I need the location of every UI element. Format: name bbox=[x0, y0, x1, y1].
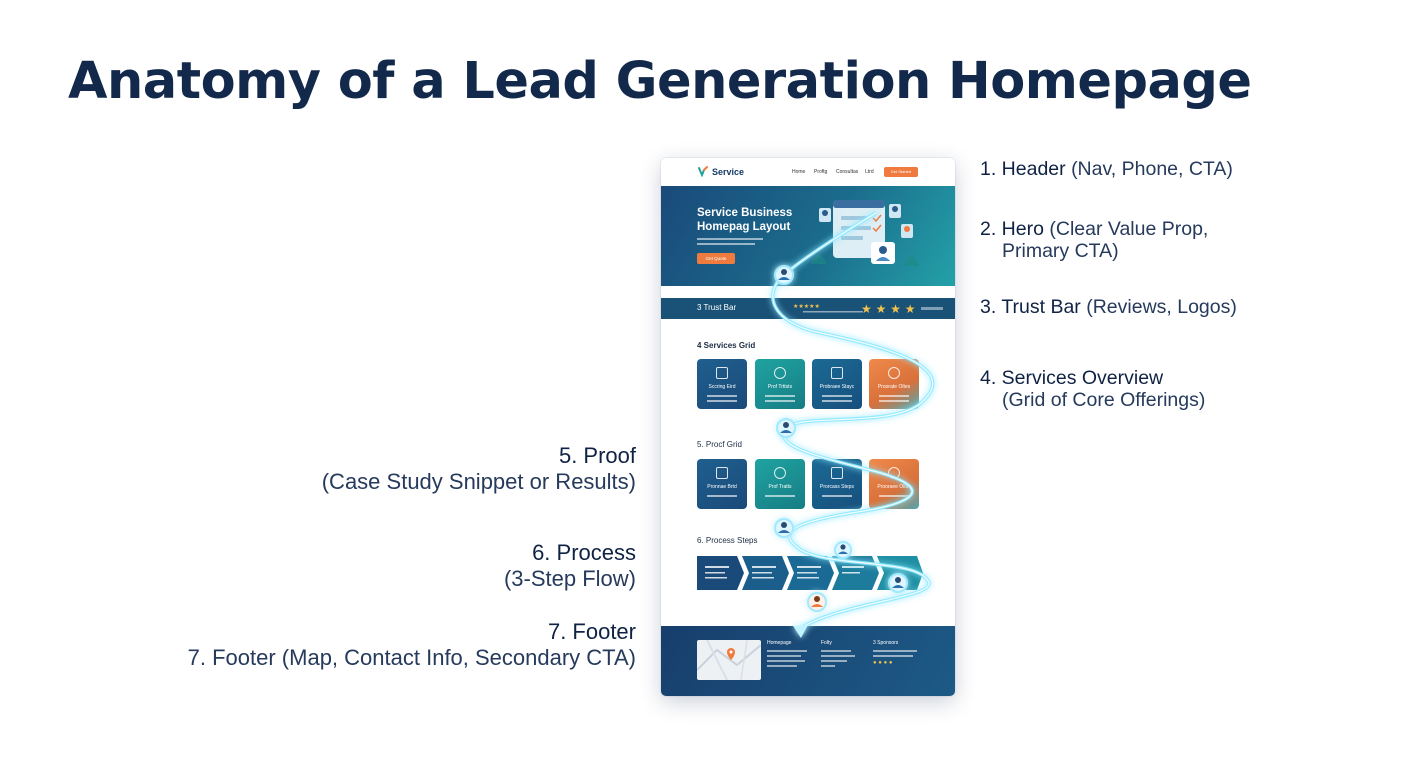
chat-icon bbox=[888, 367, 900, 379]
annotation-trust-desc: (Reviews, Logos) bbox=[1086, 296, 1237, 318]
mock-service-card[interactable]: Proorate Oltes bbox=[869, 359, 919, 409]
mock-proof-card-label: Pronnae Brtd bbox=[707, 484, 737, 490]
mock-header: Service Home Proftg Consultas Ltrd Get S… bbox=[661, 158, 955, 186]
journey-avatar-icon bbox=[776, 418, 796, 438]
hero-illustration bbox=[811, 200, 919, 266]
mock-hero-cta-button[interactable]: Get Quote bbox=[697, 253, 735, 264]
grid-icon bbox=[716, 467, 728, 479]
mock-logo-text: Service bbox=[712, 167, 745, 177]
annotation-footer: 7. Footer 7. Footer (Map, Contact Info, … bbox=[188, 619, 636, 671]
mock-service-card[interactable]: Probraee Stayc bbox=[812, 359, 862, 409]
service-icon bbox=[716, 367, 728, 379]
mock-service-card[interactable]: Sccring Eird bbox=[697, 359, 747, 409]
footer-column: Folty bbox=[821, 640, 855, 670]
annotation-proof: 5. Proof (Case Study Snippet or Results) bbox=[322, 443, 636, 495]
mock-service-card-label: Probraee Stayc bbox=[819, 384, 855, 390]
mock-header-cta-button[interactable]: Get Started bbox=[884, 167, 918, 177]
mock-nav-item[interactable]: Consultas bbox=[836, 169, 859, 175]
annotation-hero: 2. Hero (Clear Value Prop, Primary CTA) bbox=[980, 218, 1208, 262]
footer-column-heading: 3 Sponsors bbox=[873, 640, 899, 646]
edit-icon bbox=[831, 367, 843, 379]
annotation-footer-title: 7. Footer bbox=[547, 619, 636, 644]
mock-hero-text-line bbox=[697, 243, 755, 245]
footer-column-heading: Homepage bbox=[767, 640, 792, 646]
annotation-trust-bar: 3. Trust Bar (Reviews, Logos) bbox=[980, 296, 1237, 318]
card-line bbox=[822, 400, 852, 402]
journey-avatar-icon bbox=[807, 592, 827, 612]
mock-service-card-label: Prof Trttsts bbox=[767, 384, 793, 390]
mock-hero-text-line bbox=[697, 238, 763, 240]
annotation-process-desc: (3-Step Flow) bbox=[503, 566, 636, 591]
mock-hero-title-line-2: Homepag Layout bbox=[697, 221, 791, 233]
mock-proof-card-label: Prof Tratts bbox=[768, 484, 792, 490]
annotation-header-title: 1. Header bbox=[980, 158, 1066, 180]
rating-stars-icon: ● ● ● ● bbox=[873, 660, 893, 666]
check-icon bbox=[774, 367, 786, 379]
footer-column: Homepage bbox=[767, 640, 807, 670]
footer-column: 3 Sponsors ● ● ● ● bbox=[873, 640, 917, 666]
annotation-hero-desc-2: Primary CTA) bbox=[1002, 240, 1119, 262]
mock-hero: Service Business Homepag Layout Get Quot… bbox=[661, 186, 955, 286]
mock-footer: Homepage Folty 3 Sponsors ● ● ● ● bbox=[661, 626, 955, 696]
annotation-header: 1. Header (Nav, Phone, CTA) bbox=[980, 158, 1233, 180]
mock-hero-title: Service Business Homepag Layout bbox=[697, 206, 792, 234]
mock-process-label: 6. Process Steps bbox=[697, 536, 758, 545]
mock-service-card[interactable]: Prof Trttsts bbox=[755, 359, 805, 409]
journey-avatar-icon bbox=[774, 518, 794, 538]
page-title: Anatomy of a Lead Generation Homepage bbox=[68, 52, 1252, 111]
mock-trust-bar: 3 Trust Bar ★★★★★ ★ ★ ★ ★ bbox=[661, 298, 955, 319]
mock-proof-card[interactable]: Pronnae Brtd bbox=[697, 459, 747, 509]
card-line bbox=[707, 495, 737, 497]
mock-proof-card[interactable]: Prooraee Oltss bbox=[869, 459, 919, 509]
edit-icon bbox=[831, 467, 843, 479]
annotation-process: 6. Process (3-Step Flow) bbox=[504, 540, 636, 592]
card-line bbox=[765, 495, 795, 497]
process-step bbox=[877, 556, 923, 590]
card-line bbox=[765, 395, 795, 397]
mock-nav-item[interactable]: Ltrd bbox=[865, 169, 874, 175]
card-line bbox=[765, 400, 795, 402]
mock-proof-label: 5. Procf Grid bbox=[697, 440, 742, 449]
mock-services-label: 4 Services Grid bbox=[697, 341, 756, 350]
annotation-proof-desc: (Case Study Snippet or Results) bbox=[321, 469, 636, 494]
card-line bbox=[879, 495, 909, 497]
mock-nav-item[interactable]: Proftg bbox=[814, 169, 828, 175]
check-icon bbox=[774, 467, 786, 479]
mock-proof-card[interactable]: Prof Tratts bbox=[755, 459, 805, 509]
svg-text:★★★★★: ★★★★★ bbox=[793, 303, 820, 310]
card-line bbox=[707, 400, 737, 402]
card-line bbox=[879, 395, 909, 397]
mock-proof-card-label: Prorcass Steps bbox=[820, 484, 854, 490]
annotation-services-title: 4. Services Overview bbox=[980, 367, 1164, 389]
mock-nav-item[interactable]: Home bbox=[792, 169, 806, 175]
card-line bbox=[822, 495, 852, 497]
map-icon bbox=[697, 640, 761, 680]
annotation-services: 4. Services Overview (Grid of Core Offer… bbox=[980, 367, 1205, 411]
mock-trust-label: 3 Trust Bar bbox=[697, 303, 737, 312]
annotation-hero-desc: (Clear Value Prop, bbox=[1049, 218, 1209, 240]
map-thumbnail bbox=[697, 640, 761, 680]
card-line bbox=[822, 395, 852, 397]
card-line bbox=[879, 400, 909, 402]
mock-service-card-label: Proorate Oltes bbox=[877, 384, 911, 390]
chat-icon bbox=[888, 467, 900, 479]
mock-proof-card-label: Prooraee Oltss bbox=[877, 484, 911, 490]
trust-bar-reviews: ★★★★★ ★ ★ ★ ★ bbox=[793, 302, 943, 316]
process-steps-arrows bbox=[697, 556, 923, 590]
annotation-header-desc: (Nav, Phone, CTA) bbox=[1071, 158, 1233, 180]
svg-text:★ ★ ★ ★: ★ ★ ★ ★ bbox=[861, 302, 915, 316]
annotation-trust-title: 3. Trust Bar bbox=[980, 296, 1081, 318]
footer-column-heading: Folty bbox=[821, 640, 832, 646]
annotation-services-desc: (Grid of Core Offerings) bbox=[1002, 389, 1206, 411]
annotation-footer-desc: 7. Footer (Map, Contact Info, Secondary … bbox=[187, 645, 636, 670]
card-line bbox=[707, 395, 737, 397]
mock-proof-card[interactable]: Prorcass Steps bbox=[812, 459, 862, 509]
annotation-proof-title: 5. Proof bbox=[558, 443, 636, 468]
annotation-hero-title: 2. Hero bbox=[980, 218, 1044, 240]
mock-service-card-label: Sccring Eird bbox=[708, 384, 736, 390]
homepage-mockup: Service Home Proftg Consultas Ltrd Get S… bbox=[661, 158, 955, 696]
mock-hero-title-line-1: Service Business bbox=[697, 207, 793, 219]
logo-icon bbox=[698, 166, 708, 177]
annotation-process-title: 6. Process bbox=[532, 540, 636, 565]
